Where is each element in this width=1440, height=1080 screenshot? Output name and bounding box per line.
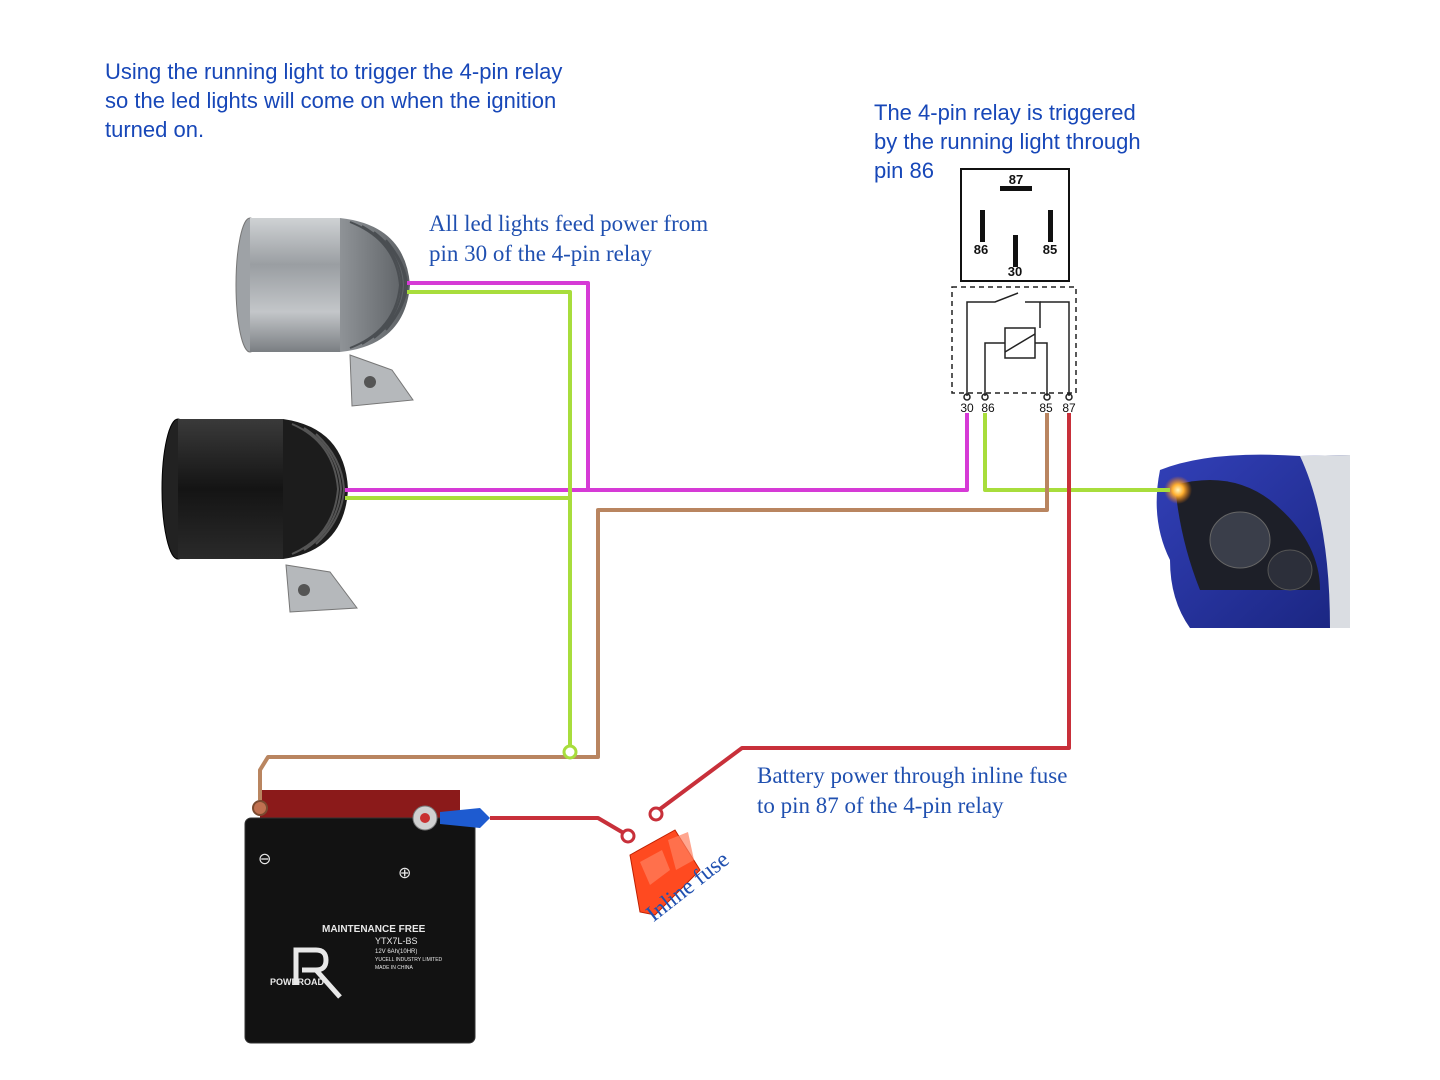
pin30-wire-top-light [407, 281, 590, 490]
pin87-wire-fuse [654, 413, 1071, 814]
fuse-terminal-right [648, 806, 664, 822]
pin30-wire-bottom-light [345, 413, 969, 492]
wires [258, 281, 1170, 844]
battery-brand: POWEROAD [270, 977, 325, 987]
battery-origin: MADE IN CHINA [375, 965, 413, 971]
relay-trigger-note: The 4-pin relay is triggered by the runn… [874, 100, 1141, 183]
battery-model: YTX7L-BS [375, 936, 418, 946]
battery-maker: YUCELL INDUSTRY LIMITED [375, 957, 443, 963]
relay-schematic [951, 286, 1077, 401]
battery-pos-symbol: ⊕ [398, 865, 411, 882]
pin85-wire-ground [258, 413, 1049, 800]
poweroad-logo-icon [293, 947, 342, 999]
led-feed-note: All led lights feed power from pin 30 of… [429, 211, 709, 266]
fuse-terminal-left [620, 828, 636, 844]
relay-pin-85-label: 85 [1043, 242, 1057, 257]
schematic-pin-30-label: 30 [960, 401, 974, 415]
relay-pin-87-label: 87 [1009, 172, 1023, 187]
motorcycle-headlight [1156, 454, 1350, 628]
inline-fuse [629, 829, 701, 916]
relay-top-view: 87 86 85 30 [960, 168, 1070, 282]
battery-to-fuse-wire [490, 816, 629, 837]
relay-pin-30-label: 30 [1008, 264, 1022, 279]
schematic-pin-85-label: 85 [1039, 401, 1053, 415]
battery-type-label: MAINTENANCE FREE [322, 924, 426, 935]
pin86-wire-headlight [983, 413, 1170, 492]
battery-spec: 12V 6Ah(10HR) [375, 949, 417, 955]
schematic-pin-87-label: 87 [1062, 401, 1076, 415]
silver-led-light [235, 217, 414, 407]
battery-neg-symbol: ⊖ [258, 851, 271, 868]
battery-power-note: Battery power through inline fuse to pin… [757, 763, 1068, 818]
battery: ⊖ ⊕ MAINTENANCE FREE YTX7L-BS 12V 6Ah(10… [244, 790, 490, 1044]
black-led-light [161, 418, 358, 613]
relay-pin-86-label: 86 [974, 242, 988, 257]
title-note: Using the running light to trigger the 4… [105, 59, 563, 142]
schematic-pin-86-label: 86 [981, 401, 995, 415]
pin86-wire-top-light [407, 290, 572, 752]
green-wire-terminal [562, 744, 578, 760]
